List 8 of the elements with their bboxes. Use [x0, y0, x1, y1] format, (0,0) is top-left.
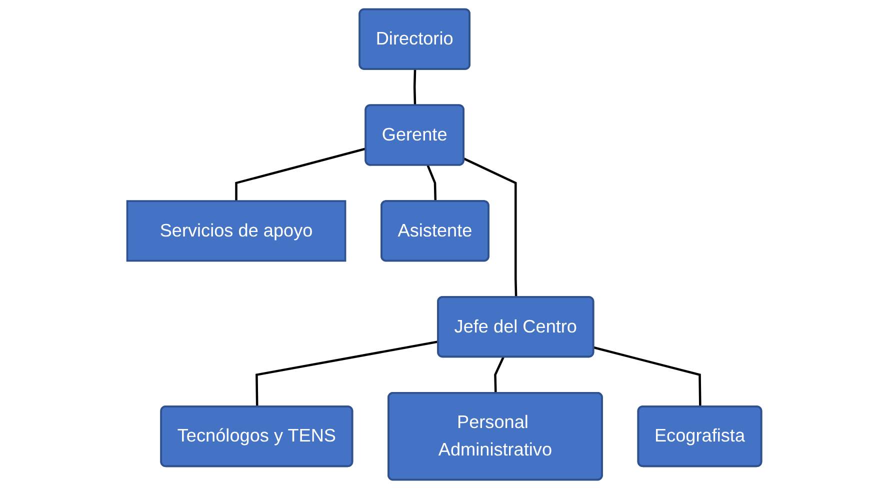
connector: [413, 69, 416, 106]
connector: [426, 164, 436, 202]
connector: [593, 346, 702, 407]
connector: [255, 340, 438, 407]
connector: [494, 356, 504, 394]
connector: [234, 148, 366, 202]
connector: [463, 158, 517, 298]
node-box: Servicios de apoyo: [126, 200, 346, 262]
